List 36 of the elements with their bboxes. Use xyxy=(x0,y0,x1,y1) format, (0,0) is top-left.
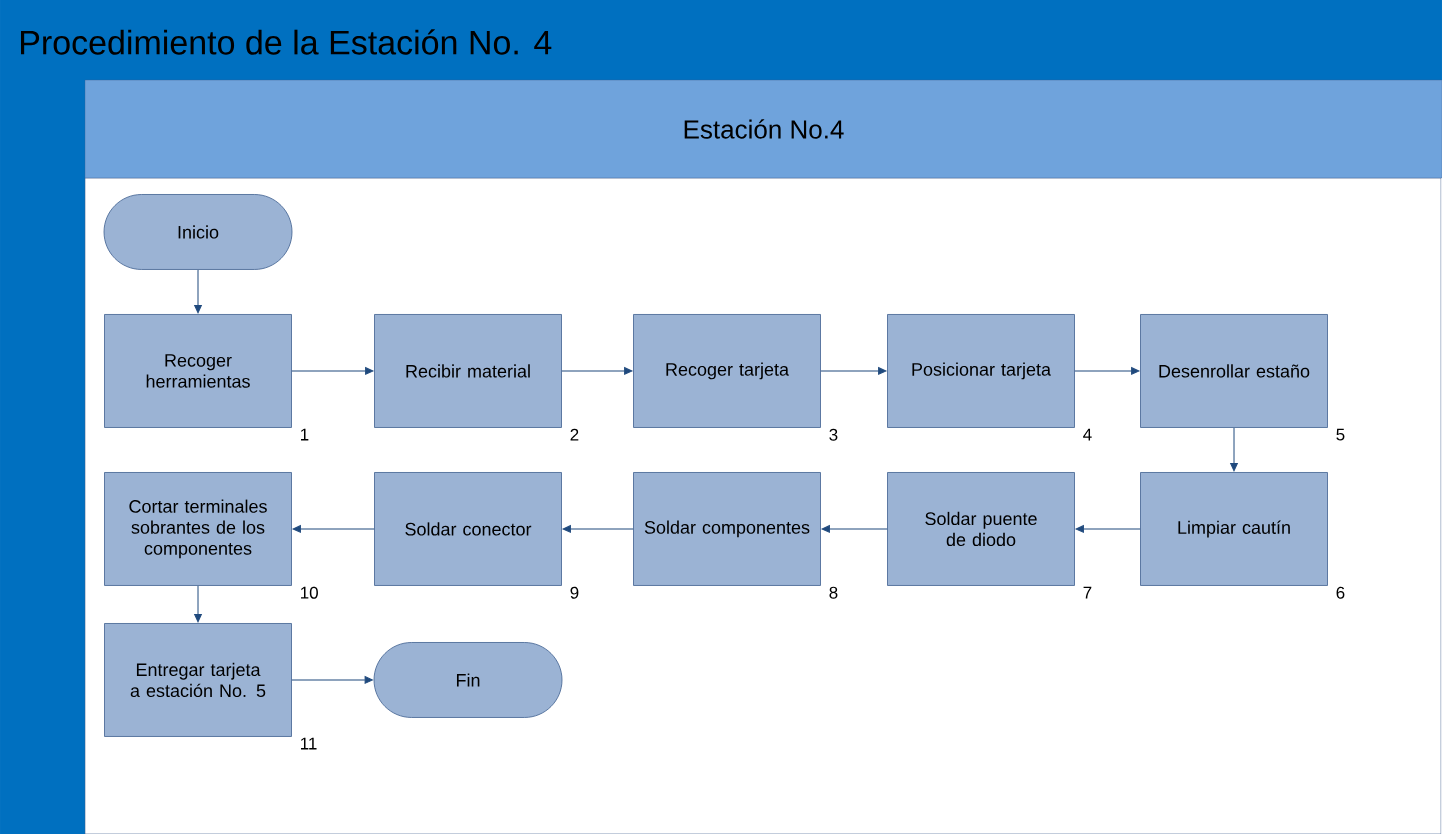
process-box: Soldar conector xyxy=(374,472,562,586)
process-box: Soldar componentes xyxy=(633,472,821,586)
step-number: 10 xyxy=(301,586,318,599)
arrow xyxy=(562,525,634,533)
arrow xyxy=(1074,367,1140,375)
step-number: 1 xyxy=(301,428,309,441)
step-number: 9 xyxy=(570,586,579,599)
process-box: Desenrollar estaño xyxy=(1140,314,1328,428)
arrow xyxy=(291,367,374,375)
step-number: 6 xyxy=(1336,586,1345,599)
step-number: 8 xyxy=(829,586,838,599)
step-number: 11 xyxy=(301,737,317,750)
process-box: Posicionar tarjeta xyxy=(887,314,1075,428)
arrow xyxy=(1075,525,1141,533)
step-number: 2 xyxy=(570,428,579,441)
process-box: Recoger herramientas xyxy=(104,314,292,428)
arrow xyxy=(561,367,633,375)
step-number: 5 xyxy=(1336,428,1345,441)
step-number: 4 xyxy=(1083,428,1092,441)
arrow xyxy=(292,525,375,533)
process-box: Entregar tarjeta a estación No. 5 xyxy=(104,623,292,737)
process-box: Soldar puente de diodo xyxy=(887,472,1075,586)
arrow xyxy=(821,525,888,533)
process-box: Recoger tarjeta xyxy=(633,314,821,428)
step-number: 3 xyxy=(829,428,838,441)
process-box: Recibir material xyxy=(374,314,562,428)
process-box: Cortar terminales sobrantes de los componentes xyxy=(104,472,292,586)
arrow xyxy=(291,676,373,684)
lane-header: Estación No.4 xyxy=(84,79,1442,179)
title: Procedimiento de la Estación No. 4 xyxy=(21,29,552,55)
arrow xyxy=(194,585,202,623)
arrow xyxy=(820,367,887,375)
arrow xyxy=(1230,427,1238,472)
step-number: 7 xyxy=(1083,586,1092,599)
process-box: Limpiar cautín xyxy=(1140,472,1328,586)
arrow xyxy=(194,269,202,314)
